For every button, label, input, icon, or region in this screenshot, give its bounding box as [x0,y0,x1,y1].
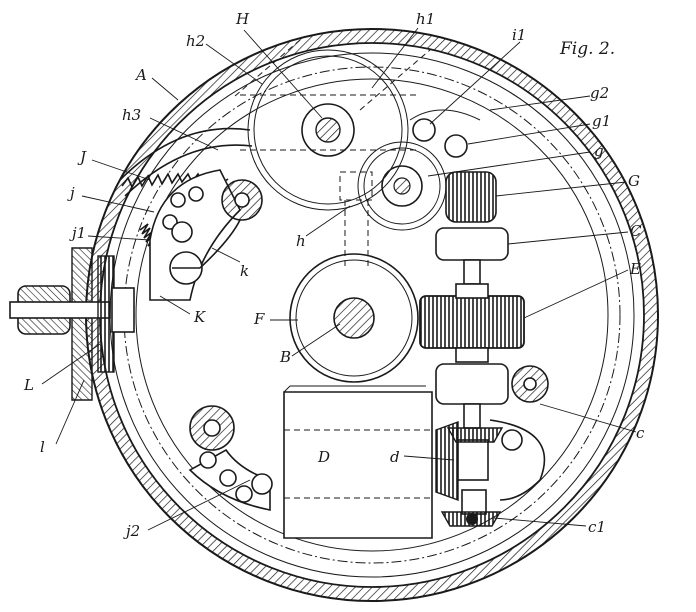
leader-lines [41,27,637,531]
figure-title: Fig. 2. [559,39,615,59]
label-h2: h2 [186,32,205,50]
label-k: k [240,262,249,280]
label-j1: j1 [69,224,86,242]
right-pulley [511,365,549,403]
wheel-F [289,253,419,383]
label-B: B [279,348,291,366]
label-h1: h1 [416,10,435,28]
right-rollers [409,109,481,158]
label-g: g [594,142,604,160]
worm-G [445,171,497,223]
label-l: l [40,438,45,456]
label-d: d [390,448,400,466]
label-C: C [630,222,642,240]
label-H: H [235,10,250,28]
label-L: L [23,376,34,394]
label-K: K [193,308,206,326]
label-D: D [317,448,330,466]
label-h3: h3 [122,106,141,124]
label-j: j [67,184,75,202]
label-i1: i1 [512,26,526,44]
drum-lower [435,363,509,429]
label-g2: g2 [590,84,609,102]
winding-stem [9,247,135,401]
box-D [283,385,433,539]
dashed-arm [234,39,431,268]
label-c: c [636,424,645,442]
pawl-assembly [149,169,263,301]
gear-E [419,283,525,363]
label-G: G [628,172,640,190]
label-j2: j2 [123,522,140,540]
label-F: F [253,310,265,328]
label-E: E [629,260,641,278]
label-J: J [77,148,87,166]
figure-labels: Fig. 2. A H h2 h1 i1 g2 g1 g G h3 J j j1… [23,10,645,540]
label-h: h [296,232,306,250]
label-g1: g1 [592,112,611,130]
bevel-gears [435,419,546,527]
label-c1: c1 [588,518,606,536]
label-A: A [134,66,147,84]
lower-left-assembly [188,405,273,511]
